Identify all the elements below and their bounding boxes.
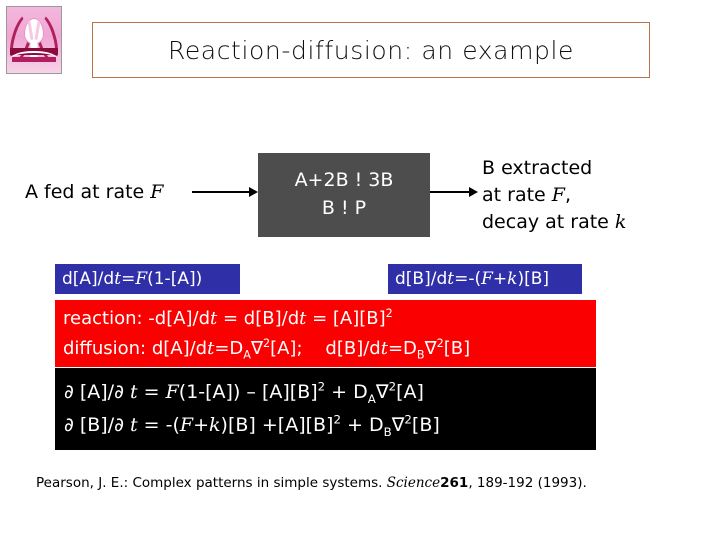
eq-a-part-2: = <box>121 269 136 289</box>
arrow-shaft <box>192 191 250 193</box>
logo-wordmark-sub <box>12 57 56 62</box>
eq-a-part-0: d[A]/d <box>62 269 115 289</box>
right-output-line-2-suffix: , <box>564 183 571 206</box>
eq-b-part-1: t <box>447 269 455 289</box>
eq-b-part-6: )[B] <box>517 269 550 289</box>
eq-a-part-1: t <box>114 269 122 289</box>
citation: Pearson, J. E.: Complex patterns in simp… <box>36 475 587 491</box>
left-input-rate-symbol: F <box>150 181 164 203</box>
citation-journal: Science <box>386 475 441 491</box>
right-output-line-2-text: at rate <box>482 183 552 206</box>
eq-b-part-5: k <box>507 269 518 289</box>
right-output-line-3-text: decay at rate <box>482 210 615 233</box>
citation-volume: 261 <box>440 475 469 491</box>
logo-flame-icon <box>24 18 44 44</box>
diffusion-term-line: diffusion: d[A]/dt=DA∇2[A]; d[B]/dt=DB∇2… <box>63 336 471 362</box>
right-output-line-3: decay at rate k <box>482 209 626 236</box>
logo-base-arc <box>10 51 58 69</box>
arrow-head <box>249 187 258 197</box>
eq-b-part-2: =-( <box>454 269 482 289</box>
eq-a-part-4: (1-[A]) <box>147 269 203 289</box>
citation-authors: Pearson, J. E.: Complex patterns in simp… <box>36 475 387 491</box>
pde-line-a: ∂ [A]/∂ t = F(1-[A]) – [A][B]2 + DA∇2[A] <box>64 379 424 406</box>
right-output-line-1: B extracted <box>482 157 593 179</box>
eq-a-part-3: F <box>135 269 148 289</box>
arrow-shaft <box>430 191 470 193</box>
eq-b-part-0: d[B]/d <box>395 269 448 289</box>
eq-b-part-3: F <box>481 269 493 289</box>
left-input-label-text: A fed at rate <box>25 181 151 203</box>
left-input-label: A fed at rate F <box>25 181 163 203</box>
reaction-term-line: reaction: -d[A]/dt = d[B]/dt = [A][B]2 <box>63 307 393 330</box>
arrow-right-icon-out <box>430 186 478 198</box>
right-output-decay-symbol: k <box>614 210 627 233</box>
eq-b-part-4: + <box>492 269 508 289</box>
page-title: Reaction-diffusion: an example <box>167 35 575 65</box>
reaction-scheme-line-2: B ! P <box>321 197 367 219</box>
title-box: Reaction-diffusion: an example <box>92 22 650 78</box>
citation-pages: , 189-192 (1993). <box>468 475 587 491</box>
arrow-right-icon-in <box>192 186 258 198</box>
right-output-rate-symbol: F <box>551 183 565 206</box>
right-output-label: B extracted at rate F, decay at rate k <box>482 155 626 236</box>
pde-line-b: ∂ [B]/∂ t = -(F+k)[B] +[A][B]2 + DB∇2[B] <box>64 412 440 439</box>
reaction-scheme-box: A+2B ! 3B B ! P <box>258 153 430 237</box>
arrow-head <box>469 187 478 197</box>
reaction-diffusion-terms-box: reaction: -d[A]/dt = d[B]/dt = [A][B]2 d… <box>55 300 596 367</box>
reaction-scheme-line-1: A+2B ! 3B <box>294 169 394 192</box>
institution-logo <box>6 6 62 74</box>
full-pde-box: ∂ [A]/∂ t = F(1-[A]) – [A][B]2 + DA∇2[A]… <box>55 368 596 450</box>
right-output-line-2: at rate F, <box>482 182 626 209</box>
